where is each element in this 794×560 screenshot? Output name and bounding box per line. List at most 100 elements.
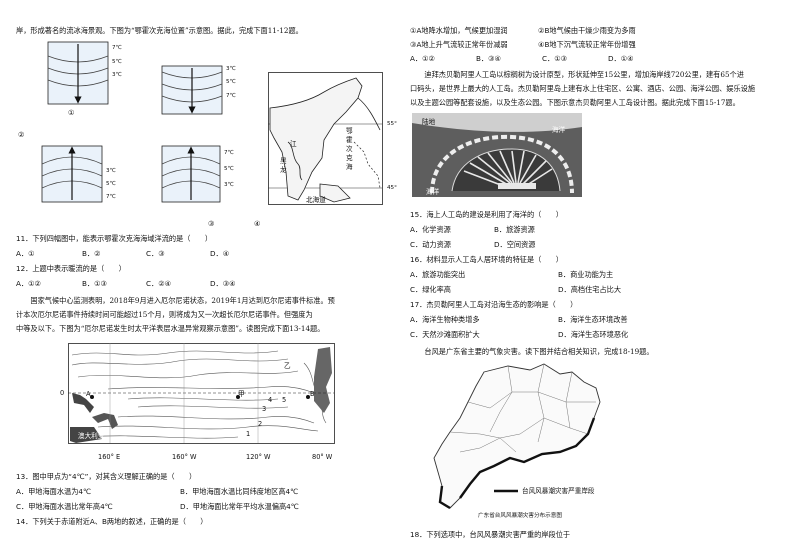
p2-num: ② xyxy=(18,130,25,139)
q12-opt-b: B．①③ xyxy=(82,279,108,288)
pacific-lat-0: 0 xyxy=(60,389,65,397)
pacific-sst-map xyxy=(68,343,335,444)
q17-opt-b: B．海洋生态环境改善 xyxy=(558,315,628,324)
gd-caption: 广东省台风风暴潮灾害分布示意图 xyxy=(478,513,562,519)
passage-line-3: 中等及以下。下图为“厄尔尼诺发生时太平洋表层水温异常观察示意图”。读图完成下面1… xyxy=(16,324,325,333)
iso-num-5: 5 xyxy=(282,396,287,404)
p3-label-2: 5℃ xyxy=(106,181,116,187)
map-hokkaido: 北海道 xyxy=(306,196,326,204)
iso-num-3: 3 xyxy=(262,405,267,413)
label-australia: 澳大利亚 xyxy=(78,432,105,440)
q16-opt-a: A．旅游功能突出 xyxy=(410,270,466,279)
island-sea-1: 海洋 xyxy=(552,126,566,134)
lat-45: 45° xyxy=(387,185,397,191)
lat-55: 55° xyxy=(387,121,397,127)
map-sea-5: 海 xyxy=(346,163,353,171)
q11-opt-b: B．② xyxy=(82,249,101,258)
q14-abcd-a: A．①② xyxy=(410,54,435,63)
lon-80w: 80° W xyxy=(312,453,333,461)
passage-line-2: 计本次厄尔尼诺事件持续时间可能超过15个月，则将成为又一次超长厄尔尼诺事件。但强… xyxy=(16,310,313,319)
q15-opt-b: B．旅游资源 xyxy=(494,225,535,234)
map-label-jiang: 江 xyxy=(290,140,297,148)
q14-opt-2: ②B地气候由干燥少雨变为多雨 xyxy=(538,26,636,35)
q17-opt-a: A．海洋生物种类增多 xyxy=(410,315,480,324)
q14-opt-4: ④B地下沉气流较正常年份增强 xyxy=(538,40,636,49)
isoline-panel-3 xyxy=(41,145,103,203)
passage2-line-2: 口码头，是世界上最大的人工岛。杰贝勒阿里岛上建有水上住宅区、公寓、酒店、公园、海… xyxy=(410,84,756,93)
intro-text: 岸，形成著名的流冰海景观。下图为“鄂霍次克海位置”示意图。据此，完成下面11-1… xyxy=(16,26,303,35)
q17-opt-d: D．海洋生态环境恶化 xyxy=(558,330,629,339)
island-land: 陆地 xyxy=(422,118,436,126)
q11-opt-d: D．④ xyxy=(210,249,230,258)
q18: 18．下列选项中，台风风暴潮灾害严重的岸段位于 xyxy=(410,530,571,539)
q15: 15．海上人工岛的建设是利用了海洋的（ ） xyxy=(410,210,563,219)
passage-line-1: 国家气候中心监测表明，2018年9月进入厄尔尼诺状态，2019年1月达到厄尔尼诺… xyxy=(16,296,335,305)
point-yi: 乙 xyxy=(284,362,291,370)
passage3: 台风是广东省主要的气象灾害。读下图并结合相关知识，完成18-19题。 xyxy=(410,347,654,356)
p1-num: ① xyxy=(68,108,75,117)
palm-island-diagram xyxy=(412,113,582,197)
p4-num: ④ xyxy=(254,219,261,228)
q11-opt-a: A．① xyxy=(16,249,35,258)
map-sea-4: 克 xyxy=(346,154,353,162)
point-jia: 甲 xyxy=(238,390,245,398)
q12-opt-a: A．①② xyxy=(16,279,41,288)
q14-abcd-c: C．①③ xyxy=(542,54,568,63)
q17-opt-c: C．天然沙滩面积扩大 xyxy=(410,330,480,339)
iso-num-2: 2 xyxy=(258,420,263,428)
point-b: B xyxy=(310,390,315,398)
q13: 13．图中甲点为“4℃”，对其含义理解正确的是（ ） xyxy=(16,472,197,481)
p2-label-3: 7℃ xyxy=(226,93,236,99)
map-sea-2: 霍 xyxy=(346,136,353,144)
p3-num: ③ xyxy=(208,219,215,228)
map-label-long: 龙 xyxy=(280,166,287,174)
map-sea-1: 鄂 xyxy=(346,127,353,135)
q14-abcd-b: B．③④ xyxy=(476,54,502,63)
q17: 17．杰贝勒阿里人工岛对沿海生态的影响是（ ） xyxy=(410,300,578,309)
q15-opt-d: D．空间资源 xyxy=(494,240,536,249)
map-sea-3: 次 xyxy=(346,145,353,153)
okhotsk-map xyxy=(268,72,383,205)
p1-label-3: 3℃ xyxy=(112,72,122,78)
iso-num-1: 1 xyxy=(246,430,251,438)
guangdong-map xyxy=(433,363,601,510)
p4-label-2: 5℃ xyxy=(224,166,234,172)
p4-label-3: 3℃ xyxy=(224,182,234,188)
p3-label-3: 7℃ xyxy=(106,194,116,200)
q11-opt-c: C．③ xyxy=(146,249,165,258)
p2-label-1: 3℃ xyxy=(226,66,236,72)
gd-legend: 台风风暴潮灾害严重岸段 xyxy=(522,487,595,495)
p2-label-2: 5℃ xyxy=(226,79,236,85)
p3-label-1: 3℃ xyxy=(106,168,116,174)
isoline-panel-2 xyxy=(161,65,223,115)
q14-opt-3: ③A地上升气流较正常年份减弱 xyxy=(410,40,508,49)
q15-opt-a: A．化学资源 xyxy=(410,225,451,234)
q13-opt-d: D．甲地海面比常年平均水温偏高4℃ xyxy=(180,502,299,511)
q14-opt-1: ①A地降水增加，气候更加湿润 xyxy=(410,26,508,35)
q15-opt-c: C．动力资源 xyxy=(410,240,451,249)
p4-label-1: 7℃ xyxy=(224,150,234,156)
q13-opt-a: A．甲地海面水温为4℃ xyxy=(16,487,92,496)
passage2-line-1: 迪拜杰贝勒阿里人工岛以棕榈树为设计原型，形状延伸至15公里，增加海岸线720公里… xyxy=(410,70,744,79)
lon-120w: 120° W xyxy=(246,453,271,461)
isoline-diagrams xyxy=(41,41,223,203)
q14: 14．下列关于赤道附近A、B两地的叙述，正确的是（ ） xyxy=(16,517,208,526)
q12: 12．上题中表示暖流的是（ ） xyxy=(16,264,126,273)
p1-label-1: 7℃ xyxy=(112,45,122,51)
isoline-panel-1 xyxy=(47,41,109,105)
q16-opt-d: D．高档住宅占比大 xyxy=(558,285,622,294)
lon-160w: 160° W xyxy=(172,453,197,461)
p1-label-2: 5℃ xyxy=(112,59,122,65)
q12-opt-c: C．②④ xyxy=(146,279,172,288)
iso-num-4: 4 xyxy=(268,396,273,404)
point-a: A xyxy=(86,390,91,398)
q16-opt-c: C．绿化率高 xyxy=(410,285,451,294)
passage2-line-3: 以及主题公园等配套设施，以及生态公园。下图示意杰贝勒阿里人工岛设计图。据此完成下… xyxy=(410,98,740,107)
q12-opt-d: D．③④ xyxy=(210,279,236,288)
island-sea-2: 海洋 xyxy=(426,188,440,196)
q16-opt-b: B．商业功能为主 xyxy=(558,270,614,279)
q11: 11．下列四幅图中，能表示鄂霍次克海海域洋流的是（ ） xyxy=(16,234,213,243)
q14-abcd-d: D．①④ xyxy=(608,54,634,63)
q16: 16．材料显示人工岛人居环境的特征是（ ） xyxy=(410,255,563,264)
map-label-hei: 黑 xyxy=(280,157,287,165)
